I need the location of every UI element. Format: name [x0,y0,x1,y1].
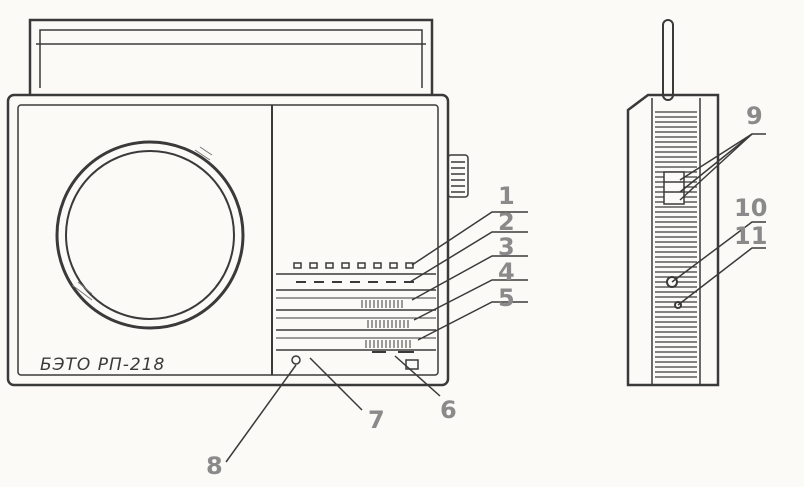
radio-body [6,93,450,387]
callout-10: 10 [734,194,767,222]
callout-5: 5 [498,284,515,312]
band-indicators [293,262,414,269]
side-body [626,93,720,387]
tuning-knob-icon [447,154,469,198]
callout-1: 1 [498,182,515,210]
hatched-scale-1 [276,297,436,308]
antenna [662,19,674,101]
side-view [626,19,720,387]
front-view [6,18,469,387]
callout-3: 3 [498,233,515,261]
brand-label: БЭТО РП-218 [40,355,165,375]
callout-9: 9 [746,102,763,130]
callout-numbers: 1 2 3 4 5 6 7 8 9 10 11 [206,102,767,480]
callout-11: 11 [734,222,767,250]
carrying-handle [28,18,434,95]
hatched-scale-3 [276,337,436,348]
callout-6: 6 [440,396,457,424]
indicator-dot [291,355,301,365]
hatched-scale-2 [276,317,436,328]
callout-4: 4 [498,258,515,286]
callout-2: 2 [498,208,515,236]
radio-body-inner [17,104,439,376]
callout-8: 8 [206,452,223,480]
callout-7: 7 [368,406,385,434]
side-ribs [655,111,697,378]
speaker-grille [55,140,245,330]
control-panel [276,262,436,370]
callout-lines [225,133,766,463]
indicator-square [405,359,419,370]
